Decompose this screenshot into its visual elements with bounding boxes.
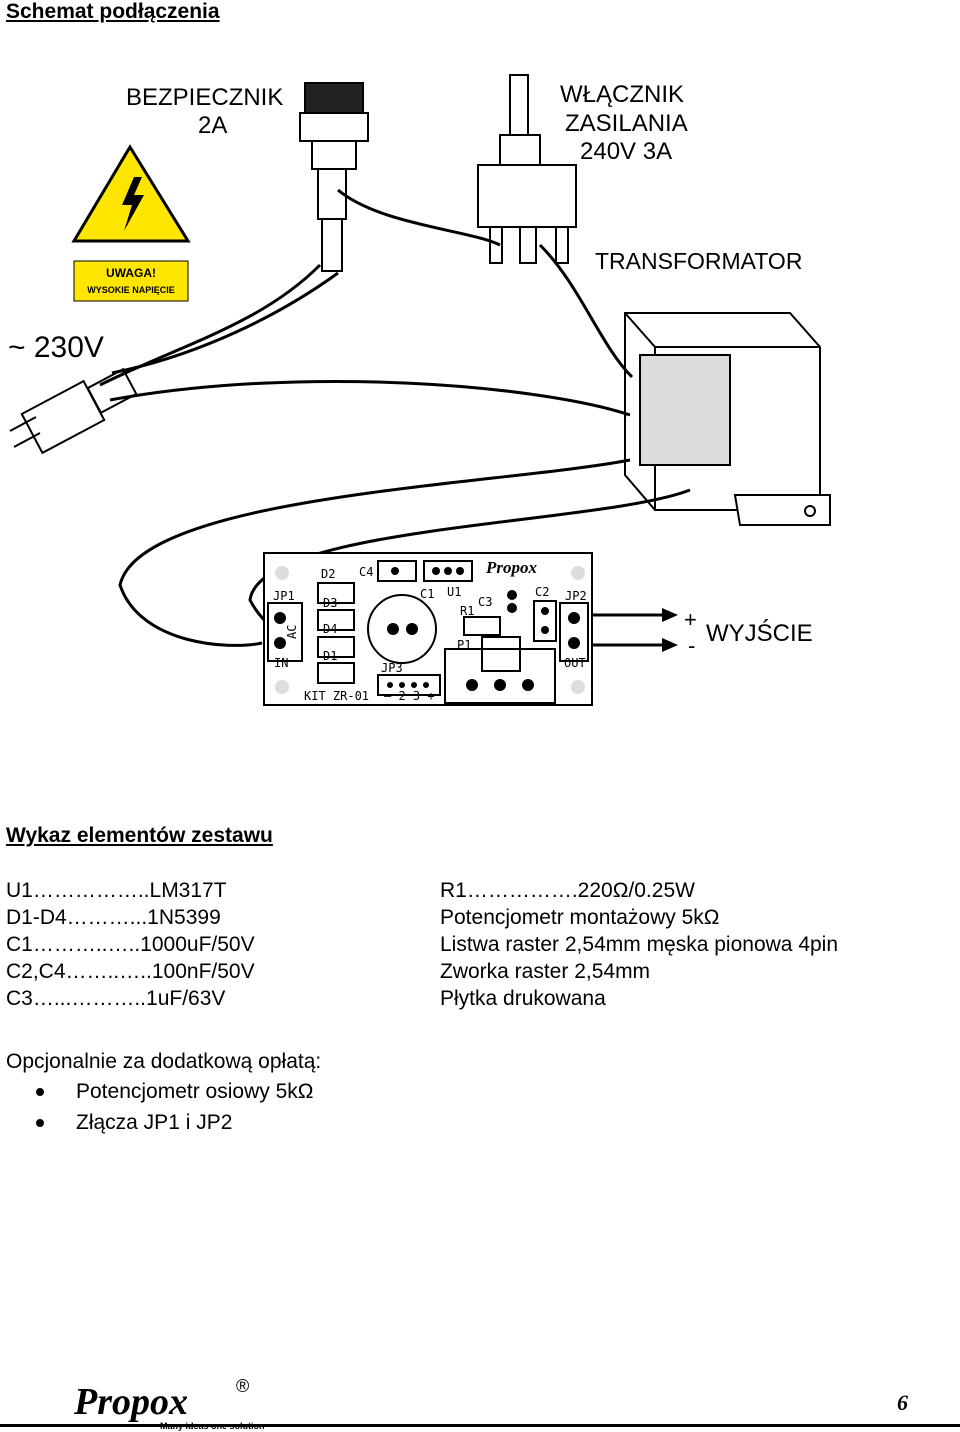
fuse-rating-label: 2A bbox=[198, 112, 227, 139]
pcb-label-r1: R1 bbox=[460, 604, 474, 618]
pcb-label-kit: KIT ZR-01 bbox=[304, 689, 369, 703]
part-item: C2,C4……..…..100nF/50V bbox=[6, 960, 255, 983]
high-voltage-warning-icon bbox=[71, 144, 191, 243]
warning-title: UWAGA! bbox=[106, 266, 156, 280]
pcb-label-c3: C3 bbox=[478, 595, 492, 609]
part-item: Potencjometr montażowy 5kΩ bbox=[440, 906, 720, 929]
registered-mark: ® bbox=[236, 1376, 249, 1396]
output-plus-arrow bbox=[662, 608, 678, 622]
parts-list-left: U1……………..LM317T D1-D4………...1N5399 C1……….… bbox=[6, 877, 255, 1012]
pcb-label-out: OUT bbox=[564, 656, 586, 670]
footer-logo: Propox ® Many ideas one solution bbox=[73, 1376, 265, 1431]
pcb-label-ac: AC bbox=[285, 625, 299, 639]
parts-list-heading: Wykaz elementów zestawu bbox=[6, 824, 273, 847]
warning-sign: UWAGA! WYSOKIE NAPIĘCIE bbox=[73, 260, 189, 302]
pcb-label-c4: C4 bbox=[359, 565, 373, 579]
part-item: D1-D4………...1N5399 bbox=[6, 906, 221, 929]
page-number: 6 bbox=[897, 1390, 908, 1415]
pcb-label-jp1: JP1 bbox=[273, 589, 295, 603]
parts-list-right: R1…………….220Ω/0.25W Potencjometr montażow… bbox=[440, 877, 838, 1012]
fuse-label: BEZPIECZNIK bbox=[126, 84, 283, 111]
part-item: Płytka drukowana bbox=[440, 987, 606, 1010]
pcb-label-u1: U1 bbox=[447, 585, 461, 599]
pcb-label-jp2: JP2 bbox=[565, 589, 587, 603]
transformer-image bbox=[624, 312, 831, 526]
optional-title: Opcjonalnie za dodatkową opłatą: bbox=[6, 1050, 322, 1073]
output-plus-label: + bbox=[684, 607, 697, 632]
part-item: C3…...………..1uF/63V bbox=[6, 987, 226, 1010]
part-item: Zworka raster 2,54mm bbox=[440, 960, 651, 983]
pcb-label-in: IN bbox=[274, 656, 288, 670]
transformer-label: TRANSFORMATOR bbox=[595, 248, 802, 274]
schematic-heading: Schemat podłączenia bbox=[6, 0, 220, 23]
optional-items: Opcjonalnie za dodatkową opłatą: Potencj… bbox=[6, 1048, 321, 1138]
pcb-brand-logo: Propox bbox=[485, 558, 538, 577]
switch-label-line3: 240V 3A bbox=[580, 138, 672, 165]
pcb-label-c1: C1 bbox=[420, 587, 434, 601]
output-label: WYJŚCIE bbox=[706, 619, 813, 647]
output-minus-label: - bbox=[688, 633, 695, 658]
mains-voltage-label: ~ 230V bbox=[8, 331, 104, 364]
part-item: R1…………….220Ω/0.25W bbox=[440, 879, 695, 902]
footer-divider bbox=[0, 1424, 960, 1427]
wiring-diagram: BEZPIECZNIK 2A WŁĄCZNIK ZASILANIA 240V 3… bbox=[8, 74, 831, 706]
warning-subtitle: WYSOKIE NAPIĘCIE bbox=[87, 285, 175, 295]
pcb-label-c2: C2 bbox=[535, 585, 549, 599]
optional-item: Potencjometr osiowy 5kΩ bbox=[6, 1076, 321, 1107]
switch-label-line1: WŁĄCZNIK bbox=[560, 81, 684, 108]
fuse-holder-image bbox=[299, 82, 369, 272]
optional-item: Złącza JP1 i JP2 bbox=[6, 1107, 321, 1138]
part-item: U1……………..LM317T bbox=[6, 879, 227, 902]
switch-label-line2: ZASILANIA bbox=[565, 110, 688, 137]
output-minus-arrow bbox=[662, 638, 678, 652]
pcb-label-d2: D2 bbox=[321, 567, 335, 581]
footer-brand-logo: Propox bbox=[73, 1381, 188, 1423]
pcb-label-jp3: JP3 bbox=[381, 661, 403, 675]
mains-plug-image bbox=[9, 367, 138, 455]
power-switch-image bbox=[477, 74, 577, 264]
part-item: Listwa raster 2,54mm męska pionowa 4pin bbox=[440, 933, 839, 956]
pcb-board: Propox D2 C4 C1 U1 C3 C2 JP1 JP2 D3 D4 D… bbox=[263, 552, 593, 706]
part-item: C1………..…..1000uF/50V bbox=[6, 933, 255, 956]
